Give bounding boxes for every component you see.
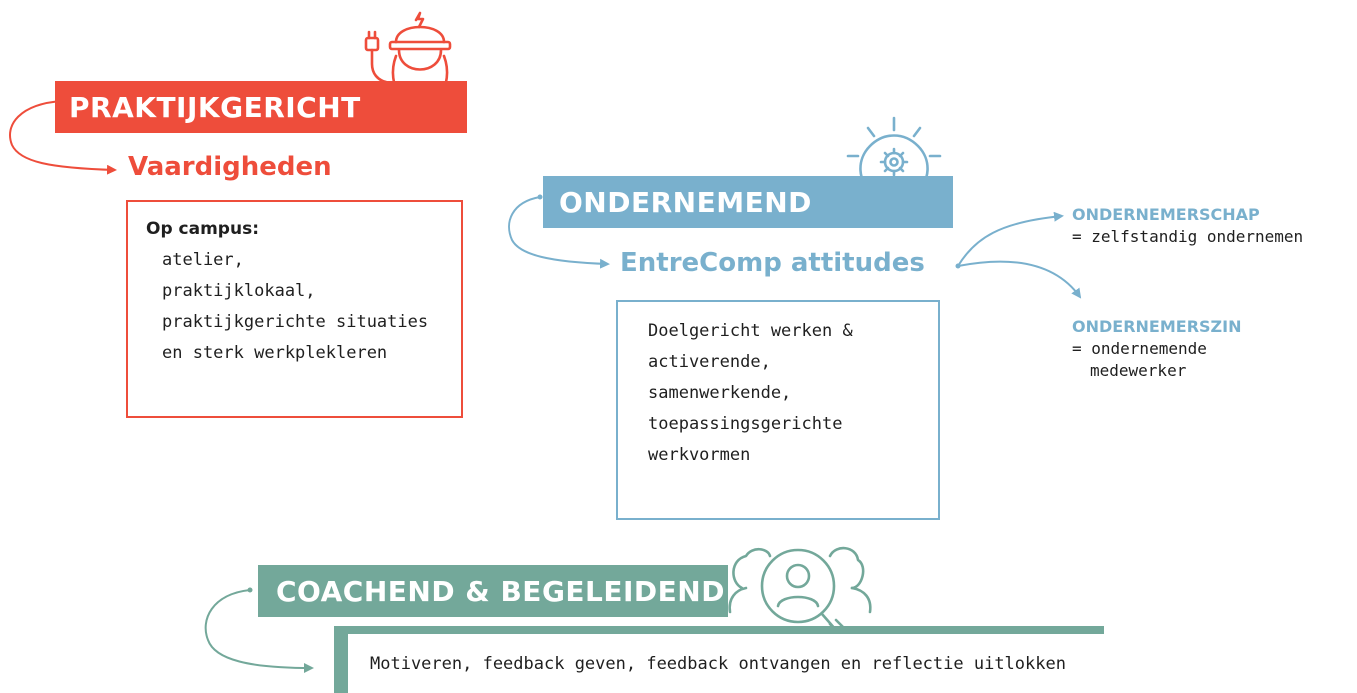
branch-heading: ONDERNEMERSZIN — [1072, 317, 1242, 336]
ondernemend-box-line: werkvormen — [648, 445, 751, 465]
coachend-bar-text: Motiveren, feedback geven, feedback ontv… — [370, 653, 1066, 674]
branch-text: = ondernemende — [1072, 339, 1207, 358]
ondernemend-box-line: Doelgericht werken & — [648, 321, 853, 341]
praktijk-box: Op campus: atelier, praktijklokaal, prak… — [126, 200, 463, 418]
ondernemend-arrow — [508, 196, 610, 269]
coachend-arrow — [204, 589, 314, 673]
praktijk-title: PRAKTIJKGERICHT — [69, 90, 361, 124]
praktijk-box-line: praktijkgerichte situaties — [162, 312, 429, 332]
ondernemend-title: ONDERNEMEND — [559, 185, 812, 219]
branch-text: = zelfstandig ondernemen — [1072, 227, 1304, 246]
branch-arrow-bottom — [957, 260, 1082, 299]
praktijk-arrow — [9, 100, 117, 175]
ondernemend-banner: ONDERNEMEND — [543, 176, 953, 228]
coachend-banner: COACHEND & BEGELEIDEND — [258, 565, 728, 617]
ondernemend-box: Doelgericht werken & activerende, samenw… — [616, 300, 940, 520]
praktijk-box-line: atelier, — [162, 250, 244, 270]
magnifier-people-icon — [728, 546, 872, 651]
praktijk-subtitle: Vaardigheden — [128, 152, 332, 182]
branch-arrow-top — [957, 211, 1064, 267]
branch-text: medewerker — [1090, 361, 1187, 380]
ondernemend-box-line: samenwerkende, — [648, 383, 792, 403]
coachend-bar: Motiveren, feedback geven, feedback ontv… — [334, 626, 1104, 693]
praktijk-box-line: praktijklokaal, — [162, 281, 316, 301]
branch-ondernemerszin: ONDERNEMERSZIN = ondernemende medewerker — [1072, 316, 1241, 382]
branch-ondernemerschap: ONDERNEMERSCHAP = zelfstandig ondernemen — [1072, 204, 1303, 248]
ondernemend-subtitle: EntreComp attitudes — [620, 248, 925, 278]
praktijk-box-line: en sterk werkplekleren — [162, 343, 388, 363]
praktijk-box-heading: Op campus: — [146, 219, 259, 239]
praktijk-banner: PRAKTIJKGERICHT — [55, 81, 467, 133]
branch-heading: ONDERNEMERSCHAP — [1072, 205, 1260, 224]
ondernemend-box-line: toepassingsgerichte — [648, 414, 843, 434]
coachend-title: COACHEND & BEGELEIDEND — [276, 574, 725, 608]
ondernemend-box-line: activerende, — [648, 352, 771, 372]
